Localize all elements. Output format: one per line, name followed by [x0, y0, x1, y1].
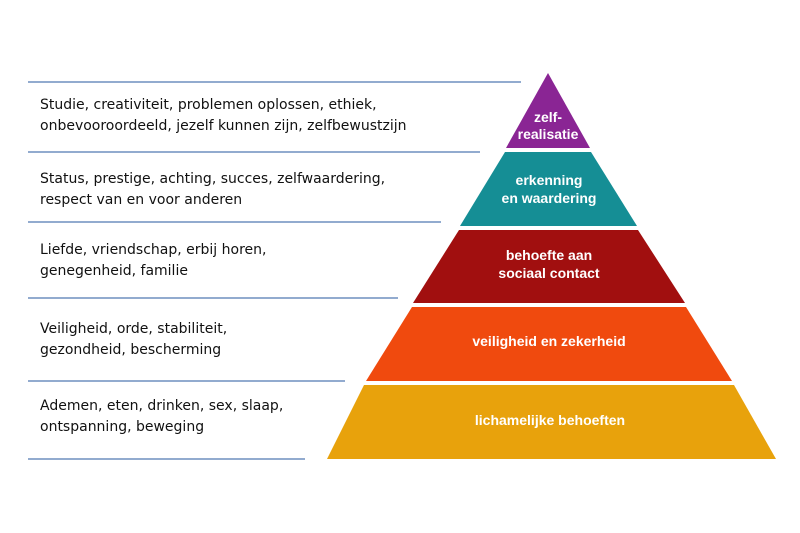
description-line: Studie, creativiteit, problemen oplossen… [40, 97, 377, 113]
description-line: genegenheid, familie [40, 263, 188, 279]
description-line: Status, prestige, achting, succes, zelfw… [40, 171, 386, 187]
level-label-zelfrealisatie-line1: zelf- [534, 109, 562, 125]
description-line: onbevooroordeeld, jezelf kunnen zijn, ze… [40, 118, 407, 134]
description-line: gezondheid, bescherming [40, 342, 222, 358]
pyramid-level-sociaal-contact [413, 230, 685, 303]
description-line: Veiligheid, orde, stabiliteit, [40, 321, 228, 337]
pyramid-level-veiligheid [366, 307, 732, 381]
level-label-erkenning-line2: en waardering [502, 190, 597, 206]
description-line: Liefde, vriendschap, erbij horen, [40, 242, 267, 258]
separator-lines [28, 81, 521, 460]
description-zelfrealisatie: Studie, creativiteit, problemen oplossen… [40, 95, 440, 137]
description-line: Ademen, eten, drinken, sex, slaap, [40, 398, 284, 414]
pyramid-level-erkenning [460, 152, 637, 226]
level-label-lichamelijk: lichamelijke behoeften [475, 412, 625, 428]
level-label-veiligheid: veiligheid en zekerheid [472, 333, 625, 349]
pyramid-level-zelfrealisatie [506, 73, 590, 148]
pyramid-level-lichamelijk [327, 385, 776, 459]
description-veiligheid: Veiligheid, orde, stabiliteit, gezondhei… [40, 319, 440, 361]
description-sociaal-contact: Liefde, vriendschap, erbij horen, genege… [40, 240, 440, 282]
level-label-erkenning-line1: erkenning [516, 172, 583, 188]
level-label-sociaal-line1: behoefte aan [506, 247, 592, 263]
level-label-sociaal-line2: sociaal contact [498, 265, 599, 281]
level-label-zelfrealisatie-line2: realisatie [518, 126, 579, 142]
description-line: ontspanning, beweging [40, 419, 205, 435]
description-line: respect van en voor anderen [40, 192, 243, 208]
description-lichamelijk: Ademen, eten, drinken, sex, slaap, ontsp… [40, 396, 440, 438]
description-erkenning: Status, prestige, achting, succes, zelfw… [40, 169, 440, 211]
